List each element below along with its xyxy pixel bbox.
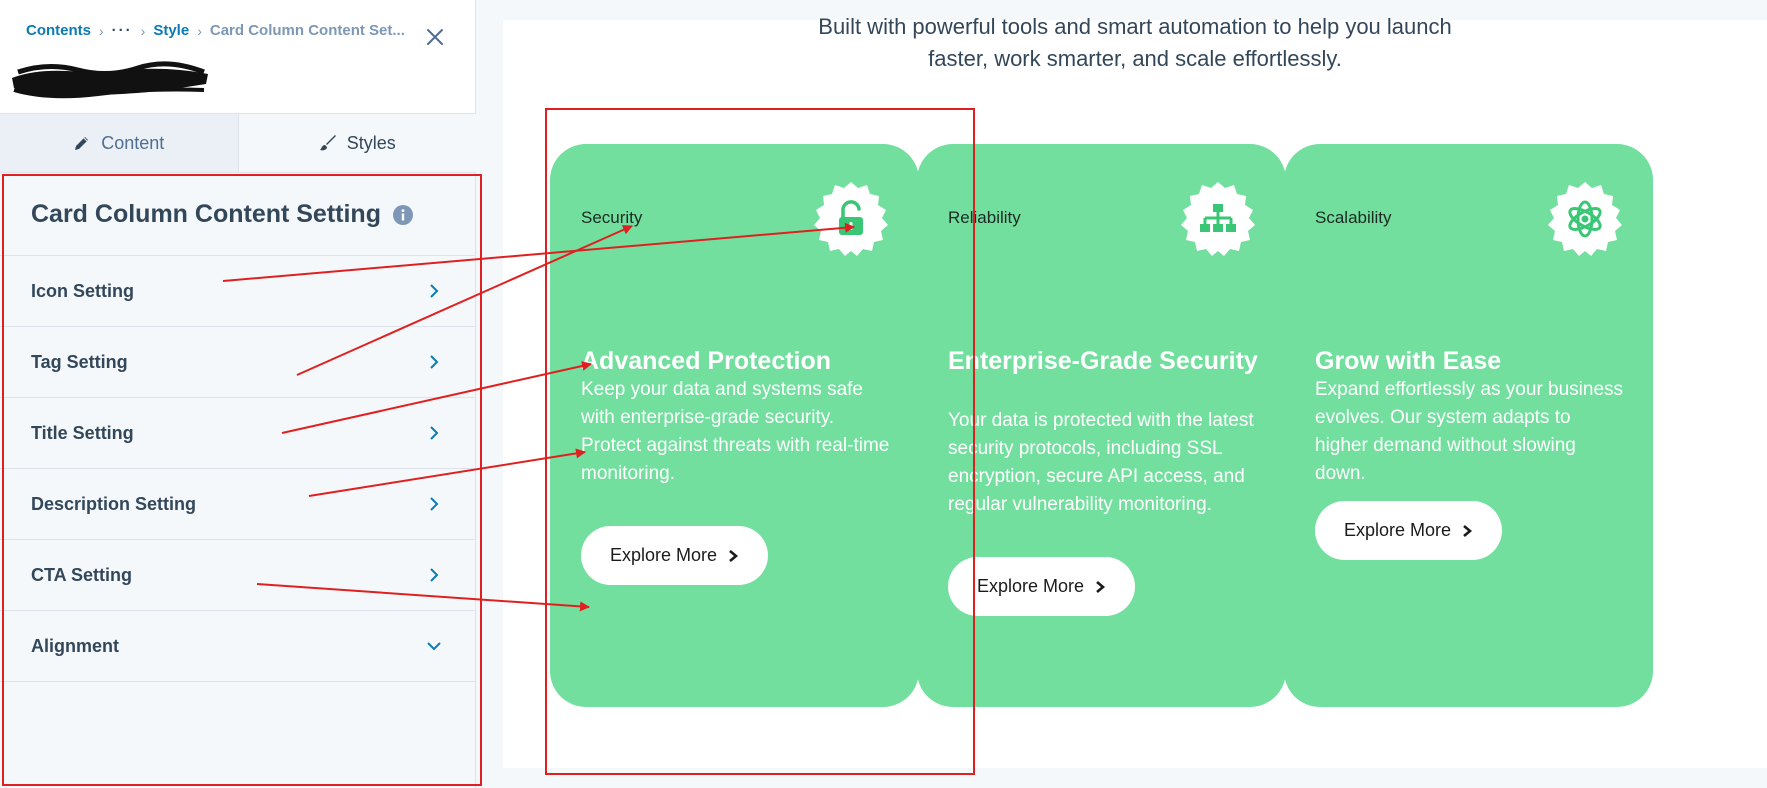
icon-setting-label: Icon Setting (31, 280, 134, 301)
breadcrumb-ellipsis-button[interactable]: ··· (111, 22, 133, 39)
breadcrumb-contents-link[interactable]: Contents (26, 22, 91, 39)
cta-label: Explore More (609, 545, 718, 565)
section-title: Card Column Content Setting (31, 200, 381, 228)
feature-card-security: Security Advanced Protection Keep your d… (550, 144, 919, 707)
chevron-right-icon (430, 497, 439, 511)
explore-more-button[interactable]: Explore More (948, 557, 1135, 616)
brush-icon (319, 135, 336, 151)
panel-header: Contents › ··· › Style › Card Column Con… (0, 0, 475, 114)
explore-more-button[interactable]: Explore More (581, 526, 768, 585)
description-setting-row[interactable]: Description Setting (0, 469, 476, 540)
preview-canvas: Built with powerful tools and smart auto… (503, 14, 1767, 768)
description-setting-label: Description Setting (31, 493, 197, 514)
info-icon[interactable] (392, 204, 413, 225)
cta-label: Explore More (976, 576, 1085, 596)
alignment-row[interactable]: Alignment (0, 611, 476, 682)
redacted-scribble (12, 61, 208, 99)
cta-setting-row[interactable]: CTA Setting (0, 540, 476, 611)
chevron-right-icon (430, 568, 439, 582)
chevron-right-icon (1096, 580, 1106, 593)
card-title: Advanced Protection (581, 347, 832, 375)
card-tag: Scalability (1315, 208, 1392, 227)
tag-setting-label: Tag Setting (31, 351, 128, 372)
chevron-right-icon (430, 355, 439, 369)
breadcrumb: Contents › ··· › Style › Card Column Con… (26, 22, 405, 39)
title-setting-row[interactable]: Title Setting (0, 398, 476, 469)
network-icon (1181, 182, 1255, 256)
breadcrumb-current: Card Column Content Set... (209, 22, 405, 39)
chevron-right-icon (729, 549, 739, 562)
feature-card-scalability: Scalability Grow with Ease Expand effort… (1284, 144, 1653, 707)
card-description: Expand effortlessly as your business evo… (1315, 379, 1624, 484)
tag-setting-row[interactable]: Tag Setting (0, 327, 476, 398)
breadcrumb-style-link[interactable]: Style (153, 22, 190, 39)
cta-setting-label: CTA Setting (31, 564, 132, 585)
icon-setting-row[interactable]: Icon Setting (0, 256, 476, 327)
section-header: Card Column Content Setting (0, 174, 476, 256)
card-description: Your data is protected with the latest s… (948, 410, 1254, 515)
tab-content[interactable]: Content (0, 114, 239, 172)
explore-more-button[interactable]: Explore More (1315, 501, 1502, 560)
card-tag: Security (581, 208, 643, 227)
chevron-down-icon (427, 642, 441, 651)
tab-content-label: Content (101, 132, 165, 153)
page-preview: Built with powerful tools and smart auto… (477, 0, 1767, 788)
alignment-label: Alignment (31, 635, 119, 656)
breadcrumb-separator-icon: › (197, 22, 202, 39)
feature-card-reliability: Reliability Enterprise-Grade Security Yo… (917, 144, 1286, 707)
title-setting-label: Title Setting (31, 422, 134, 443)
card-title: Grow with Ease (1315, 347, 1502, 375)
unlock-icon (814, 182, 888, 256)
card-tag: Reliability (948, 208, 1021, 227)
pencil-icon (75, 137, 89, 150)
chevron-right-icon (430, 426, 439, 440)
editor-panel: Contents › ··· › Style › Card Column Con… (0, 0, 476, 788)
close-button[interactable] (424, 26, 446, 48)
intro-line-1: Built with powerful tools and smart auto… (818, 14, 1452, 39)
breadcrumb-separator-icon: › (99, 22, 104, 39)
chevron-right-icon (430, 284, 439, 298)
atom-icon (1548, 182, 1622, 256)
cta-label: Explore More (1343, 520, 1452, 540)
intro-line-2: faster, work smarter, and scale effortle… (928, 46, 1342, 71)
panel-tabs: Content Styles (0, 114, 476, 173)
card-title: Enterprise-Grade Security (948, 347, 1258, 375)
close-icon (427, 29, 443, 45)
tab-styles-label: Styles (346, 132, 396, 153)
chevron-right-icon (1463, 524, 1473, 537)
breadcrumb-separator-icon: › (140, 22, 146, 39)
card-description: Keep your data and systems safe with ent… (581, 379, 890, 484)
settings-list: Card Column Content Setting Icon Setting… (0, 174, 476, 682)
tab-styles[interactable]: Styles (238, 114, 476, 172)
